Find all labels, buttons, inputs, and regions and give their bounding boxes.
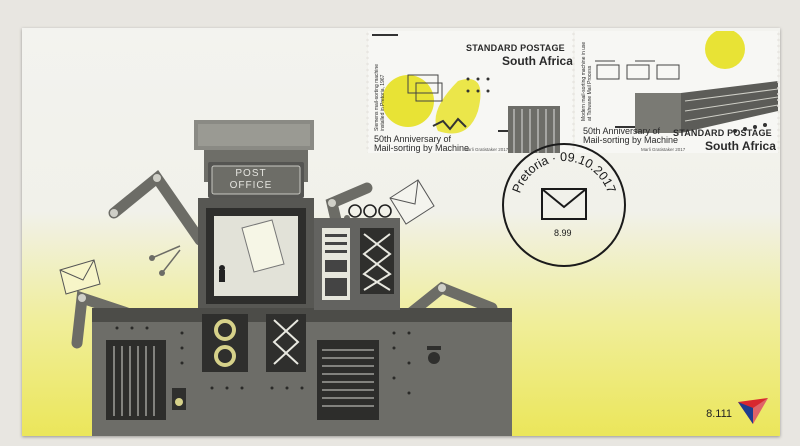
stamp-left-artwork: [372, 34, 560, 153]
stamp-left-anniversary-2: Mail-sorting by Machine: [374, 143, 470, 153]
stamp-left-country: South Africa: [502, 54, 573, 68]
postmark-art: Pretoria · 09.10.2017: [510, 150, 618, 220]
stamp-left: STANDARD POSTAGE South Africa 50th Anniv…: [368, 31, 573, 153]
mail-machine-illustration: [59, 120, 512, 436]
stamp-right-title: STANDARD POSTAGE: [673, 128, 772, 138]
stamp-right-artist: Marli Gratistaker 2017: [641, 147, 686, 152]
perforation-left: [366, 31, 369, 153]
stamp-right-artwork: [595, 31, 778, 133]
stamp-left-anniversary-1: 50th Anniversary of: [374, 134, 452, 144]
post-office-sign-line2: OFFICE: [229, 180, 273, 191]
stamp-right: 50th Anniversary of Mail-sorting by Mach…: [575, 31, 778, 153]
stamp-right-anniversary-2: Mail-sorting by Machine: [583, 135, 679, 145]
envelope-icon: [541, 188, 587, 220]
post-office-sign: POST OFFICE: [206, 168, 296, 192]
stamp-right-anniversary-1: 50th Anniversary of: [583, 126, 661, 136]
post-office-logo-icon: [738, 398, 768, 424]
perforation-middle: [572, 31, 575, 153]
envelope-left: [59, 259, 101, 295]
postmark: Pretoria · 09.10.2017 8.99: [502, 143, 626, 267]
postmark-value: 8.99: [554, 228, 572, 238]
stamp-left-artist: Marli Gratistaker 2017: [464, 147, 509, 152]
perforation-right: [777, 31, 780, 153]
stamp-left-caption: Siemens mail-sorting machine installed i…: [374, 64, 386, 131]
post-office-sign-line1: POST: [235, 168, 267, 179]
stamp-left-title: STANDARD POSTAGE: [466, 43, 565, 53]
first-day-cover: POST OFFICE STANDARD POSTAGE South Afric…: [22, 28, 780, 436]
envelope-right: [389, 179, 435, 225]
stamp-right-country: South Africa: [705, 139, 776, 153]
upper-left-arm: [108, 169, 206, 246]
stamp-right-caption: Modern mail-sorting machine in use at Ts…: [581, 41, 593, 121]
cover-code: 8.111: [706, 408, 732, 420]
